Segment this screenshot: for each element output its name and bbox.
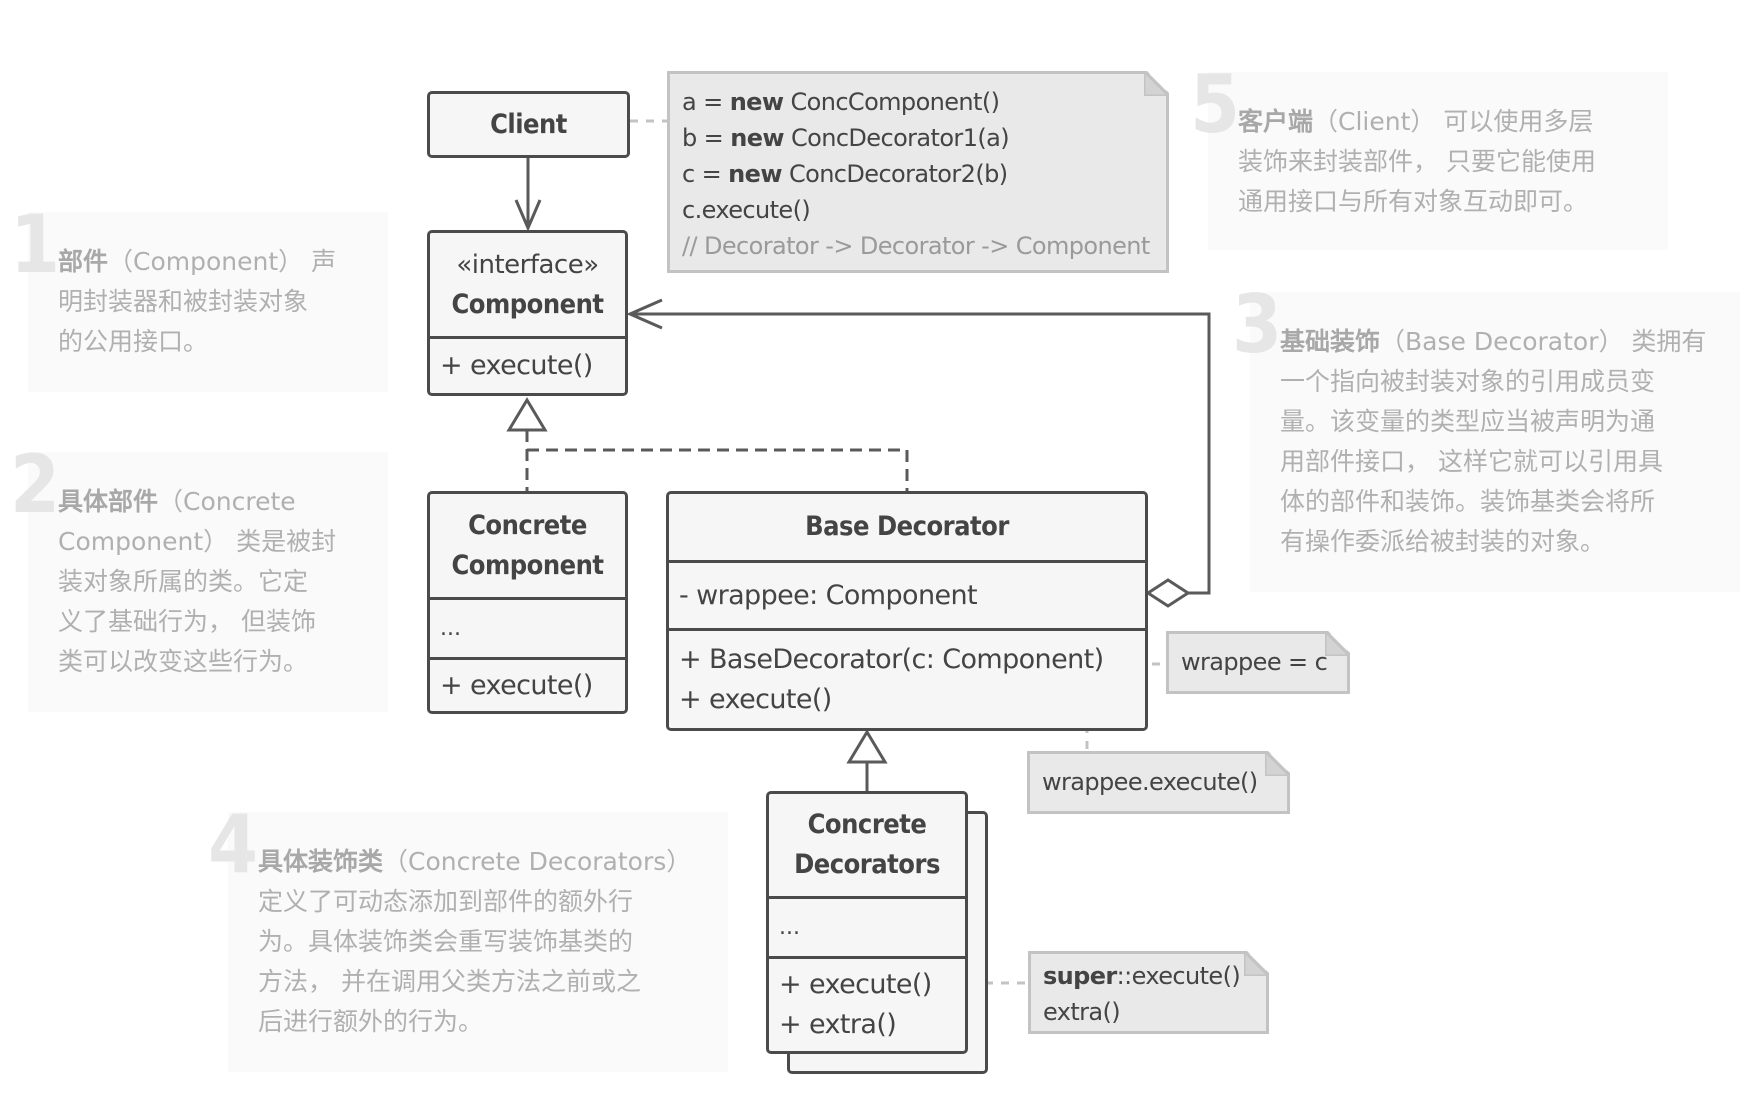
code-comment: // Decorator -> Decorator -> Component xyxy=(682,232,1150,260)
concrete-execute-note: super::execute() extra() xyxy=(1028,951,1269,1034)
code-line: a = new ConcComponent() xyxy=(682,88,1000,116)
client-class-name: Client xyxy=(490,108,567,140)
client-class[interactable]: Client xyxy=(427,91,630,158)
concrete-component-fields: ... xyxy=(440,615,461,641)
constructor-note: wrappee = c xyxy=(1166,631,1350,694)
concrete-decorators-class[interactable]: Concrete Decorators ... + execute() + ex… xyxy=(766,791,968,1054)
component-interface[interactable]: «interface» Component + execute() xyxy=(427,230,628,396)
description-1-text: 部件（Component） 声 明封装器和被封装对象 的公用接口。 xyxy=(58,247,337,356)
note-fold-icon xyxy=(1144,71,1169,96)
concrete-execute-note-line1: super::execute() xyxy=(1043,962,1241,990)
description-2-panel xyxy=(28,452,388,712)
description-3-panel xyxy=(1250,292,1740,592)
execute-note: wrappee.execute() xyxy=(1027,751,1290,814)
description-5-number: 5 xyxy=(1190,58,1241,151)
note-fold-icon xyxy=(1265,751,1290,776)
concrete-execute-note-line2: extra() xyxy=(1043,998,1121,1026)
base-decorator-field: - wrappee: Component xyxy=(679,579,978,611)
description-2-text: 具体部件（Concrete Component） 类是被封 装对象所属的类。它定… xyxy=(58,487,337,676)
base-decorator-execute: + execute() xyxy=(679,683,832,715)
inheritance-triangle-icon xyxy=(846,729,888,764)
concrete-decorators-extra: + extra() xyxy=(779,1009,897,1040)
note-fold-icon xyxy=(1325,631,1350,656)
realization-line-base-decorator xyxy=(527,448,909,492)
aggregation-arrowhead xyxy=(626,298,663,330)
code-line: b = new ConcDecorator1(a) xyxy=(682,124,1009,152)
component-class-name: Component xyxy=(451,288,604,320)
description-4-panel xyxy=(228,812,728,1072)
description-5-text: 客户端（Client） 可以使用多层 装饰来封装部件， 只要它能使用 通用接口与… xyxy=(1238,107,1596,216)
component-method: + execute() xyxy=(440,350,593,381)
concrete-component-name-line1: Concrete xyxy=(468,509,587,541)
base-decorator-constructor: + BaseDecorator(c: Component) xyxy=(679,643,1104,675)
note-fold-icon xyxy=(1244,951,1269,976)
description-3-number: 3 xyxy=(1232,278,1283,371)
description-5-panel xyxy=(1208,72,1668,250)
concrete-component-method: + execute() xyxy=(440,669,593,701)
component-stereotype: «interface» xyxy=(456,249,599,280)
aggregation-diamond-icon xyxy=(1145,578,1191,608)
code-line: c = new ConcDecorator2(b) xyxy=(682,160,1008,188)
base-decorator-name: Base Decorator xyxy=(805,511,1009,542)
description-3-text: 基础装饰（Base Decorator） 类拥有 一个指向被封装对象的引用成员变… xyxy=(1280,327,1707,556)
association-arrowhead xyxy=(514,199,542,232)
concrete-component-class[interactable]: Concrete Component ... + execute() xyxy=(427,491,628,714)
concrete-component-name-line2: Component xyxy=(451,549,604,581)
base-decorator-class[interactable]: Base Decorator - wrappee: Component + Ba… xyxy=(666,491,1148,731)
description-4-number: 4 xyxy=(208,798,259,891)
description-2-number: 2 xyxy=(10,438,61,531)
description-1-panel xyxy=(28,212,388,392)
concrete-decorators-execute: + execute() xyxy=(779,969,932,1000)
description-4-text: 具体装饰类（Concrete Decorators） 定义了可动态添加到部件的额… xyxy=(258,847,692,1036)
concrete-decorators-name-line2: Decorators xyxy=(794,849,940,880)
execute-note-text: wrappee.execute() xyxy=(1042,768,1258,796)
constructor-note-text: wrappee = c xyxy=(1181,648,1328,676)
code-line: c.execute() xyxy=(682,196,811,224)
description-1-number: 1 xyxy=(10,198,61,291)
realization-triangle-icon xyxy=(506,397,548,432)
concrete-decorators-fields: ... xyxy=(779,914,800,940)
concrete-decorators-name-line1: Concrete xyxy=(807,809,927,840)
client-code-note: a = new ConcComponent() b = new ConcDeco… xyxy=(667,71,1169,273)
